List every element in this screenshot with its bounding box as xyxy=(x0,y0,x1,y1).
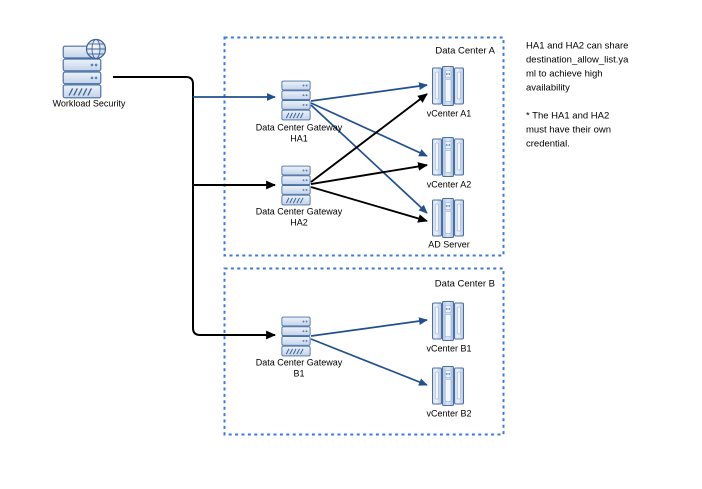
node-gateway-ha1[interactable]: Data Center Gateway HA1 xyxy=(256,80,343,143)
server-stack-icon xyxy=(281,165,311,206)
rack-cabinet-icon xyxy=(432,366,464,406)
node-ad-server[interactable]: AD Server xyxy=(428,198,470,250)
zone-b-border xyxy=(223,267,505,436)
node-vcenter-b1[interactable]: vCenter B1 xyxy=(426,301,472,354)
vcenter-a1-label: vCenter A1 xyxy=(427,108,472,118)
connector-ha1-to-vcenter-a2 xyxy=(310,102,428,157)
node-workload-security[interactable]: Workload Security xyxy=(53,38,126,109)
server-stack-icon xyxy=(281,316,311,357)
node-vcenter-a1[interactable]: vCenter A1 xyxy=(427,66,472,119)
connector-ha2-to-ad-server xyxy=(310,186,428,223)
vcenter-b1-label: vCenter B1 xyxy=(426,343,471,353)
server-stack-icon xyxy=(281,80,311,121)
zone-a-label: Data Center A xyxy=(435,46,495,57)
note-p2-line1: * The HA1 and HA2 xyxy=(526,111,609,122)
node-vcenter-a2[interactable]: vCenter A2 xyxy=(427,137,472,190)
connector-ha2-to-vcenter-a2 xyxy=(310,162,428,185)
rack-cabinet-icon xyxy=(432,198,464,238)
node-gateway-ha2[interactable]: Data Center Gateway HA2 xyxy=(256,165,343,227)
connector-ha2-to-vcenter-a1 xyxy=(310,93,428,183)
gateway-ha1-label-line2: HA1 xyxy=(290,133,308,143)
gateway-ha2-label-line1: Data Center Gateway xyxy=(256,206,343,216)
connector-b1-to-vcenter-b2 xyxy=(310,338,428,386)
workload-security-label: Workload Security xyxy=(53,98,126,108)
note-p1-line4: availability xyxy=(526,83,570,94)
trunk-main-path xyxy=(113,76,273,336)
globe-icon xyxy=(85,38,107,60)
note-p2-line3: credential. xyxy=(526,139,570,150)
zone-a-border xyxy=(223,36,505,257)
zone-data-center-a: Data Center A xyxy=(223,36,505,257)
connector-trunk-bus xyxy=(113,76,276,340)
links-ha1 xyxy=(310,82,428,214)
gateway-ha2-label-line2: HA2 xyxy=(290,217,308,227)
connector-ha1-to-vcenter-a1 xyxy=(310,82,428,102)
rack-cabinet-icon xyxy=(432,137,464,177)
zone-b-label: Data Center B xyxy=(435,279,495,290)
note-p1-line2: destination_allow_list.ya xyxy=(526,55,629,66)
connector-b1-to-vcenter-b1 xyxy=(310,317,428,337)
zone-data-center-b: Data Center B xyxy=(223,267,505,436)
note-p1-line1: HA1 and HA2 can share xyxy=(526,41,628,52)
node-vcenter-b2[interactable]: vCenter B2 xyxy=(426,366,472,419)
annotation-notes: HA1 and HA2 can share destination_allow_… xyxy=(526,41,629,150)
vcenter-b2-label: vCenter B2 xyxy=(426,408,471,418)
rack-cabinet-icon xyxy=(432,301,464,341)
links-b1 xyxy=(310,317,428,386)
rack-cabinet-icon xyxy=(432,66,464,106)
gateway-ha1-label-line1: Data Center Gateway xyxy=(256,122,343,132)
note-p2-line2: must have their own xyxy=(526,125,611,136)
connector-ha1-to-ad-server xyxy=(310,104,428,214)
gateway-b1-label-line2: B1 xyxy=(293,368,304,378)
node-gateway-b1[interactable]: Data Center Gateway B1 xyxy=(256,316,343,378)
ad-server-label: AD Server xyxy=(428,239,470,249)
note-p1-line3: ml to achieve high xyxy=(526,69,603,80)
vcenter-a2-label: vCenter A2 xyxy=(427,179,472,189)
links-ha2 xyxy=(310,93,428,223)
gateway-b1-label-line1: Data Center Gateway xyxy=(256,357,343,367)
